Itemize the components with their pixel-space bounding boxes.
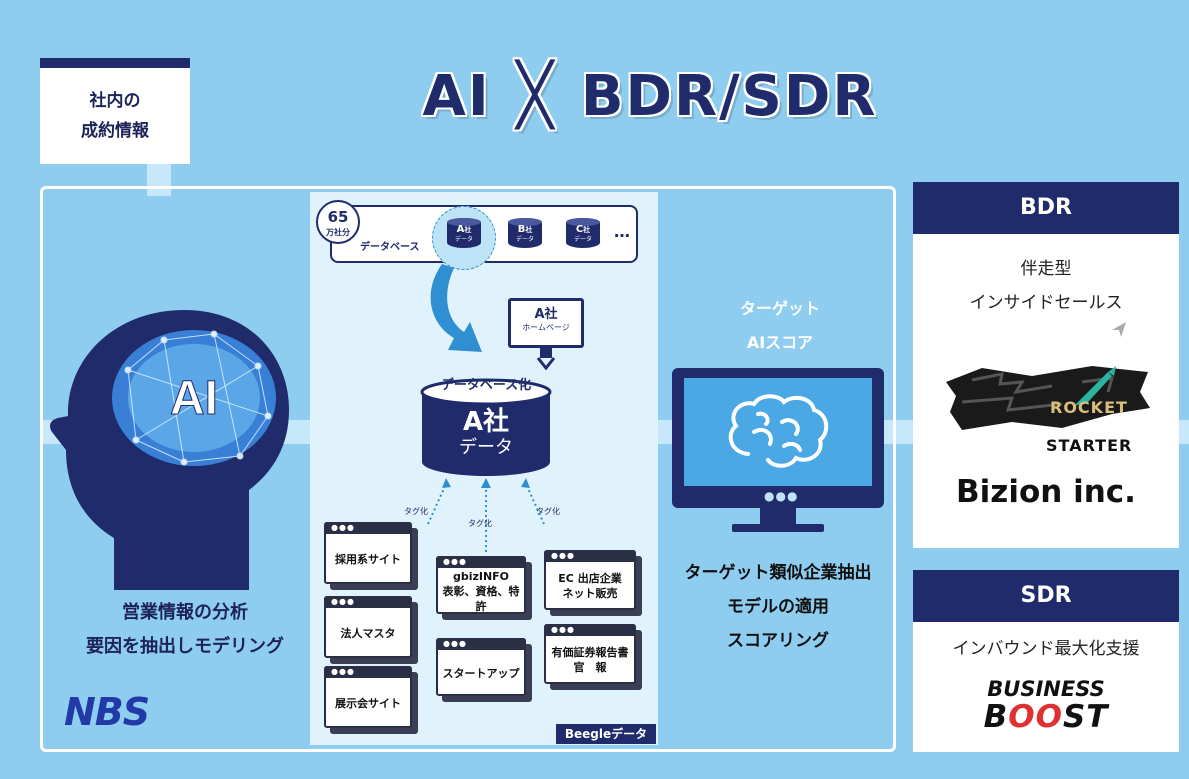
- source-recruiting-sites: ●●● 採用系サイト: [324, 522, 412, 584]
- more-dbs-ellipsis: …: [614, 222, 630, 241]
- tag-label-middle: タグ化: [468, 519, 492, 528]
- title-ai: AI: [422, 64, 491, 129]
- db-c-icon: C社 データ: [566, 218, 600, 248]
- ai-score-monitor-base: [732, 524, 824, 532]
- rocket-starter-line2: STARTER: [1046, 436, 1133, 455]
- analysis-caption-line1: 営業情報の分析: [122, 602, 248, 623]
- tag-label-left: タグ化: [404, 507, 428, 516]
- note-text: 社内の 成約情報: [81, 91, 149, 141]
- target-ai-score-title: ターゲット AIスコア: [739, 299, 820, 352]
- scoring-caption: ターゲット類似企業抽出 モデルの適用 スコアリング: [684, 563, 872, 651]
- tag-label-right: タグ化: [536, 507, 560, 516]
- source-exhibition-sites: ●●● 展示会サイト: [324, 666, 412, 728]
- company-data-main: A社: [462, 407, 510, 437]
- analysis-caption-line2: 要因を抽出しモデリング: [86, 636, 284, 657]
- main-frame: [40, 186, 896, 752]
- source-label: gbizINFO 表彰、資格、特許: [442, 569, 520, 613]
- source-label: スタートアップ: [442, 666, 520, 680]
- company-data-label: A社 データ: [420, 408, 552, 460]
- database-label: データベース: [360, 242, 420, 253]
- homepage-monitor: A社 ホームページ: [508, 298, 584, 348]
- source-gbizinfo: ●●● gbizINFO 表彰、資格、特許: [436, 556, 526, 614]
- ai-head-icon: AI: [50, 310, 289, 590]
- tagging-arrows: [427, 478, 545, 552]
- badge-unit: 万社分: [326, 228, 350, 237]
- brain-ai-text: AI: [170, 372, 218, 425]
- paper-plane-icon: [1112, 322, 1126, 337]
- bizion-company-name: Bizion inc.: [956, 474, 1136, 510]
- homepage-monitor-stand: [540, 348, 552, 358]
- brain-icon: [728, 394, 829, 468]
- rocket-starter-logo: [946, 366, 1150, 430]
- source-label: 採用系サイト: [335, 552, 401, 566]
- company-count-badge: 65 万社分: [316, 200, 360, 244]
- main-title: AI ╳ BDR/SDR: [330, 60, 970, 130]
- homepage-sub: ホームページ: [522, 323, 570, 332]
- bdr-description: 伴走型 インサイドセールス: [969, 259, 1123, 313]
- ai-score-monitor-neck: [760, 508, 796, 524]
- company-database-icon: [420, 378, 552, 476]
- homepage-title: A社: [534, 307, 558, 322]
- business-boost-logo-line1: BUSINESS: [987, 677, 1105, 701]
- source-startups: ●●● スタートアップ: [436, 638, 526, 696]
- internal-deal-info-note: 社内の 成約情報: [40, 58, 190, 164]
- bdr-card-header: BDR: [913, 182, 1179, 234]
- down-arrow-icon: [536, 357, 556, 370]
- title-bdr-sdr: BDR/SDR: [580, 64, 878, 129]
- source-label: 有価証券報告書 官 報: [551, 646, 629, 674]
- rocket-starter-line1: ROCKET: [1050, 398, 1128, 417]
- boost-infinity-mark: OO: [1008, 699, 1063, 735]
- badge-number: 65: [327, 208, 349, 226]
- bdr-card: [913, 182, 1179, 548]
- analysis-caption: 営業情報の分析 要因を抽出しモデリング: [60, 596, 310, 664]
- nbs-logo: NBS: [64, 690, 150, 734]
- monitor-dots: ●●●: [764, 489, 799, 503]
- note-connector: [147, 164, 171, 196]
- sdr-description: インバウンド最大化支援: [952, 639, 1140, 659]
- beegle-data-logo: Beegleデータ: [556, 724, 656, 744]
- sdr-card-header: SDR: [913, 570, 1179, 622]
- source-label: 法人マスタ: [340, 626, 396, 640]
- curved-arrow-icon: [430, 264, 482, 352]
- database-conversion-label: データベース化: [440, 378, 532, 393]
- source-label: 展示会サイト: [335, 696, 401, 710]
- source-corporate-master: ●●● 法人マスタ: [324, 596, 412, 658]
- source-ec-stores: ●●● EC 出店企業 ネット販売: [544, 550, 636, 610]
- title-cross: ╳: [516, 60, 555, 130]
- source-securities-reports: ●●● 有価証券報告書 官 報: [544, 624, 636, 684]
- db-a-icon: A社 データ: [447, 218, 481, 248]
- source-label: EC 出店企業 ネット販売: [558, 572, 622, 600]
- db-b-icon: B社 データ: [508, 218, 542, 248]
- company-data-sub: データ: [459, 437, 513, 458]
- business-boost-logo-line2: BOOST: [983, 699, 1109, 735]
